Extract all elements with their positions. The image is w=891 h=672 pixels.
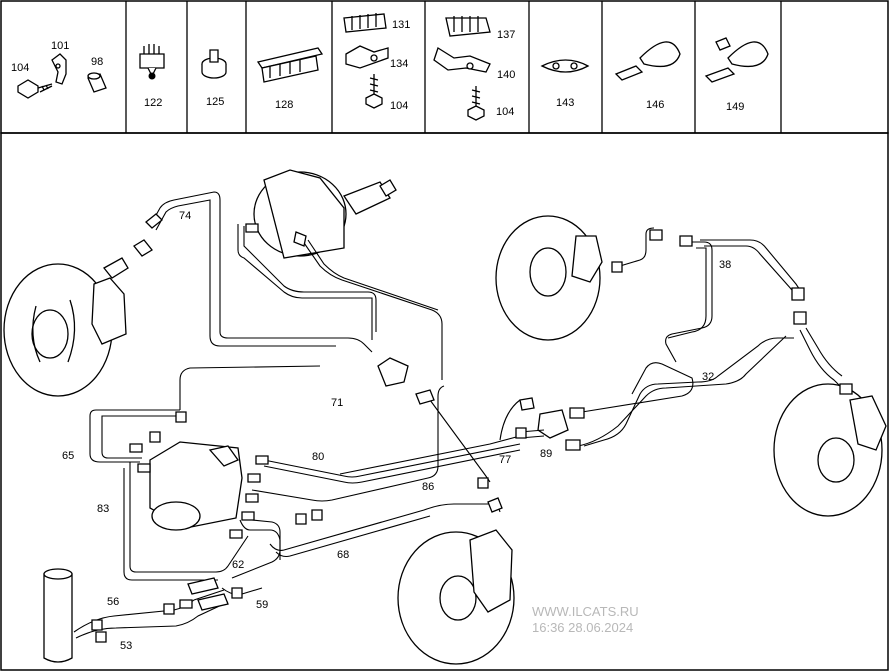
cable-tie-part-icon-2 [704, 37, 769, 83]
callout-59: 59 [256, 599, 268, 611]
callout-86: 86 [422, 481, 434, 493]
callout-32: 32 [702, 371, 714, 383]
brake-pipes [73, 191, 849, 639]
double-grommet-part-icon [540, 59, 590, 73]
callout-83: 83 [97, 503, 109, 515]
bracket-part-icon-2 [433, 47, 491, 73]
callout-101: 101 [51, 40, 69, 52]
watermark: WWW.ILCATS.RU 16:36 28.06.2024 [532, 604, 639, 635]
watermark-timestamp: 16:36 28.06.2024 [532, 620, 633, 635]
callout-65: 65 [62, 450, 74, 462]
part-cell-7: 143 [540, 59, 590, 109]
watermark-site: WWW.ILCATS.RU [532, 604, 639, 619]
callout-80: 80 [312, 451, 324, 463]
callout-134: 134 [390, 58, 408, 70]
cable-tie-part-icon [614, 41, 681, 81]
part-cell-2: 122 [139, 44, 165, 109]
callout-77: 77 [499, 454, 511, 466]
diagram-callouts: 74 38 32 71 80 77 89 65 83 86 68 62 56 5… [62, 210, 731, 652]
callout-89: 89 [540, 448, 552, 460]
callout-71: 71 [331, 397, 343, 409]
callout-38: 38 [719, 259, 731, 271]
callout-104-c: 104 [496, 106, 514, 118]
bracket-part-icon [345, 45, 389, 69]
screw-part-icon-3 [467, 86, 485, 121]
grommet-part-icon [201, 49, 227, 79]
part-cell-3: 125 [201, 49, 227, 108]
callout-62: 62 [232, 559, 244, 571]
brake-booster-master-cylinder [253, 169, 397, 259]
callout-149: 149 [726, 101, 744, 113]
pipe-holder-part-icon [139, 44, 165, 80]
callout-131: 131 [392, 19, 410, 31]
callout-128: 128 [275, 99, 293, 111]
callout-98: 98 [91, 56, 103, 68]
screw-part-icon-2 [365, 74, 383, 109]
pipe-clip-part-icon-2 [445, 16, 491, 37]
callout-74: 74 [179, 210, 191, 222]
multi-clip-part-icon [256, 47, 324, 83]
part-cell-4: 128 [256, 47, 324, 111]
bushing-part-icon [87, 72, 107, 93]
callout-143: 143 [556, 97, 574, 109]
pipe-fittings [91, 213, 853, 643]
callout-53: 53 [120, 640, 132, 652]
part-cell-6: 137 140 104 [433, 16, 515, 121]
part-cell-9: 149 [704, 37, 769, 113]
callout-122: 122 [144, 97, 162, 109]
part-cell-1: 104 101 98 [11, 40, 107, 99]
distributor-89 [537, 409, 569, 439]
part-cell-5: 131 134 104 [343, 13, 410, 112]
callout-104-a: 104 [11, 62, 29, 74]
screw-part-icon [17, 79, 53, 99]
part-cell-8: 146 [614, 41, 681, 111]
rear-left-brake-disc [397, 529, 515, 665]
pipe-clip-part-icon [343, 13, 387, 33]
callout-146: 146 [646, 99, 664, 111]
callout-140: 140 [497, 69, 515, 81]
diagram-frame [0, 132, 889, 671]
front-right-brake-disc [495, 215, 603, 341]
rear-right-brake-disc [773, 383, 887, 517]
callout-56: 56 [107, 596, 119, 608]
clip-part-icon [51, 53, 67, 85]
abs-hydraulic-unit [149, 441, 243, 531]
pressure-valve-76 [377, 357, 409, 387]
front-left-brake-disc [3, 257, 129, 397]
callout-137: 137 [497, 29, 515, 41]
callout-104-b: 104 [390, 100, 408, 112]
pressure-accumulator [43, 568, 73, 663]
callout-125: 125 [206, 96, 224, 108]
callout-68: 68 [337, 549, 349, 561]
